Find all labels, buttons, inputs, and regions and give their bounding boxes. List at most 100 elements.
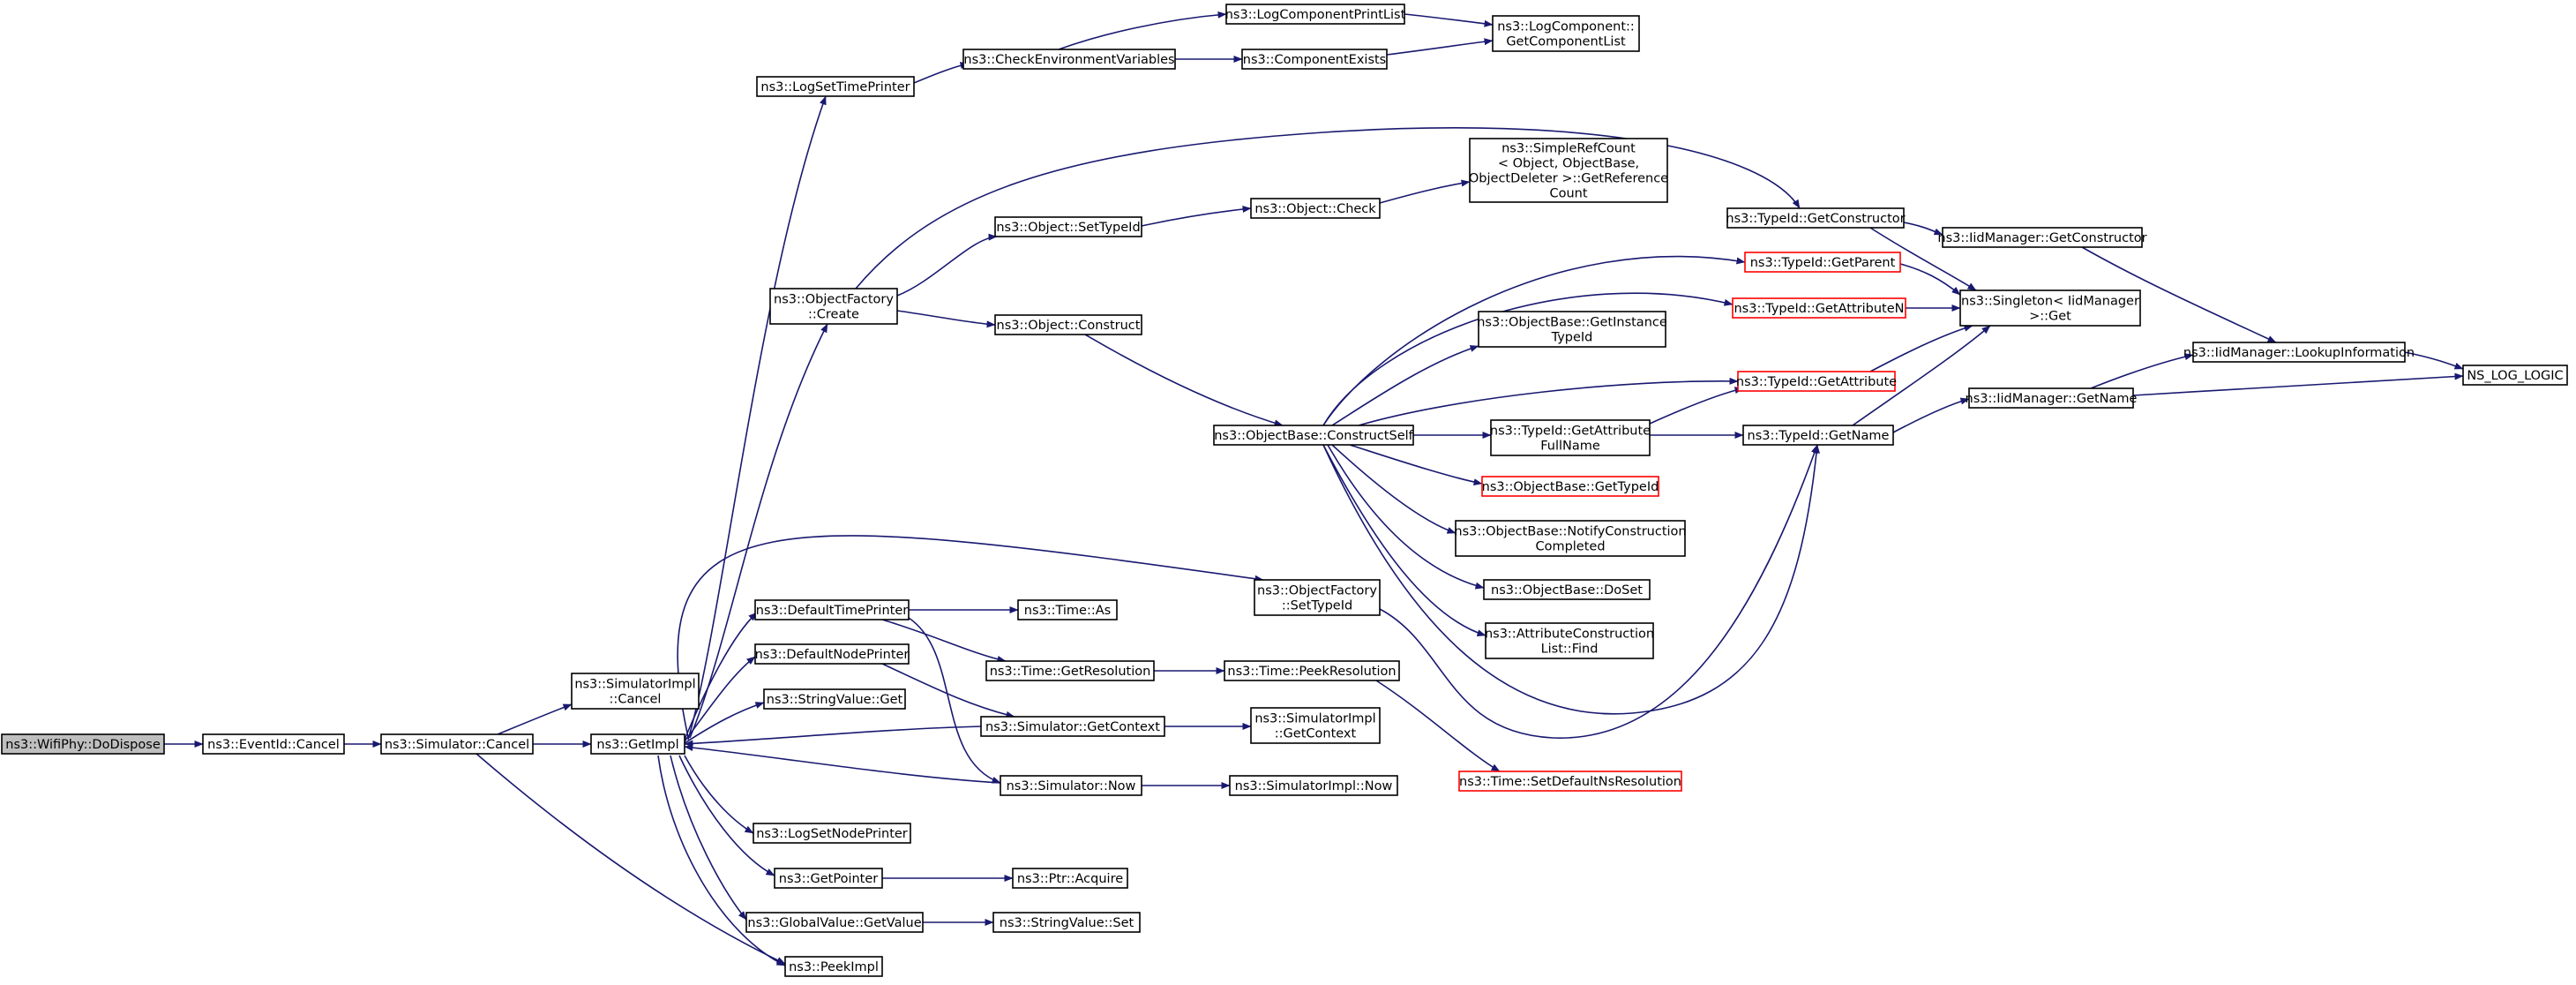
function-node[interactable]: ns3::TypeId::GetParent <box>1744 252 1901 273</box>
function-node[interactable]: ns3::ObjectBase::NotifyConstructionCompl… <box>1454 520 1687 557</box>
function-node-box[interactable] <box>1481 476 1659 497</box>
function-node[interactable]: ns3::SimpleRefCount< Object, ObjectBase,… <box>1469 138 1668 203</box>
function-node[interactable]: ns3::SimulatorImpl::Cancel <box>571 673 700 710</box>
function-node-box[interactable] <box>1737 371 1896 392</box>
function-node[interactable]: ns3::StringValue::Set <box>992 912 1141 933</box>
function-node-box[interactable] <box>1492 15 1640 52</box>
function-node-box[interactable] <box>380 733 534 755</box>
function-node-box[interactable] <box>1241 49 1388 70</box>
function-node-box[interactable] <box>571 673 700 710</box>
function-node-box[interactable] <box>962 49 1176 70</box>
function-node[interactable]: ns3::WifiPhy::DoDispose <box>1 733 165 755</box>
function-node-box[interactable] <box>2462 365 2568 386</box>
function-node[interactable]: ns3::LogComponentPrintList <box>1225 4 1406 25</box>
function-node-box[interactable] <box>985 660 1155 681</box>
function-node-box[interactable] <box>1744 252 1901 273</box>
function-node-box[interactable] <box>994 216 1142 237</box>
function-node-box[interactable] <box>1 733 165 755</box>
function-node[interactable]: ns3::TypeId::GetName <box>1742 425 1894 446</box>
function-node[interactable]: NS_LOG_LOGIC <box>2462 365 2568 386</box>
function-node-box[interactable] <box>1000 775 1142 796</box>
function-node-box[interactable] <box>1483 579 1651 600</box>
function-node-box[interactable] <box>1485 622 1654 659</box>
function-node-box[interactable] <box>1942 227 2143 248</box>
function-node[interactable]: ns3::SimulatorImpl::GetContext <box>1250 707 1381 744</box>
function-node-box[interactable] <box>1455 520 1686 557</box>
function-node[interactable]: ns3::DefaultTimePrinter <box>754 599 910 620</box>
function-node-box[interactable] <box>763 688 906 710</box>
function-node-box[interactable] <box>980 716 1165 737</box>
function-node-box[interactable] <box>756 76 915 97</box>
function-node-box[interactable] <box>1224 660 1400 681</box>
function-node-box[interactable] <box>992 912 1141 933</box>
function-node-box[interactable] <box>774 868 883 889</box>
function-node-box[interactable] <box>1017 599 1118 620</box>
function-node[interactable]: ns3::Simulator::Cancel <box>380 733 534 755</box>
function-node[interactable]: ns3::Ptr::Acquire <box>1012 868 1128 889</box>
function-node[interactable]: ns3::IidManager::GetConstructor <box>1937 227 2147 248</box>
function-node[interactable]: ns3::IidManager::GetName <box>1966 387 2138 409</box>
function-node[interactable]: ns3::Object::Check <box>1250 198 1381 219</box>
function-node-box[interactable] <box>1732 297 1906 319</box>
function-node-box[interactable] <box>754 643 910 665</box>
function-node[interactable]: ns3::GlobalValue::GetValue <box>745 912 924 933</box>
function-node-box[interactable] <box>1458 771 1682 792</box>
function-node[interactable]: ns3::Object::Construct <box>994 314 1142 335</box>
function-node-box[interactable] <box>202 733 345 755</box>
function-node[interactable]: ns3::LogSetTimePrinter <box>756 76 915 97</box>
function-node-box[interactable] <box>590 733 685 755</box>
function-node-box[interactable] <box>1213 425 1414 446</box>
function-node-box[interactable] <box>1469 138 1668 203</box>
function-node[interactable]: ns3::PeekImpl <box>784 956 883 977</box>
function-node[interactable]: ns3::ObjectBase::DoSet <box>1483 579 1651 600</box>
function-node-box[interactable] <box>754 599 910 620</box>
function-node-box[interactable] <box>1726 207 1905 229</box>
function-node-box[interactable] <box>753 823 911 844</box>
function-node[interactable]: ns3::IidManager::LookupInformation <box>2183 342 2415 363</box>
function-node[interactable]: ns3::ObjectBase::GetTypeId <box>1481 476 1659 497</box>
function-node[interactable]: ns3::StringValue::Get <box>763 688 906 710</box>
function-node-box[interactable] <box>1250 707 1381 744</box>
function-node[interactable]: ns3::TypeId::GetAttributeN <box>1732 297 1906 319</box>
function-node-box[interactable] <box>1490 419 1651 456</box>
function-node-box[interactable] <box>994 314 1142 335</box>
function-node-box[interactable] <box>1225 4 1405 25</box>
function-node[interactable]: ns3::SimulatorImpl::Now <box>1229 775 1398 796</box>
function-node-box[interactable] <box>1250 198 1381 219</box>
function-node[interactable]: ns3::ObjectFactory::Create <box>769 288 898 325</box>
function-node[interactable]: ns3::CheckEnvironmentVariables <box>962 49 1176 70</box>
function-node-box[interactable] <box>1478 311 1666 348</box>
function-node[interactable]: ns3::EventId::Cancel <box>202 733 345 755</box>
function-node[interactable]: ns3::Time::SetDefaultNsResolution <box>1458 771 1682 792</box>
function-node-box[interactable] <box>1742 425 1894 446</box>
function-node[interactable]: ns3::Time::PeekResolution <box>1224 660 1400 681</box>
function-node[interactable]: ns3::LogSetNodePrinter <box>753 823 911 844</box>
function-node[interactable]: ns3::Time::GetResolution <box>985 660 1155 681</box>
function-node-box[interactable] <box>769 288 898 325</box>
function-node-box[interactable] <box>1229 775 1398 796</box>
function-node[interactable]: ns3::TypeId::GetConstructor <box>1726 207 1906 229</box>
function-node[interactable]: ns3::DefaultNodePrinter <box>754 643 910 665</box>
function-node[interactable]: ns3::Singleton< IidManager>::Get <box>1959 289 2141 327</box>
function-node-box[interactable] <box>2192 342 2406 363</box>
function-node-box[interactable] <box>1254 579 1381 616</box>
function-node-box[interactable] <box>745 912 924 933</box>
function-node[interactable]: ns3::ObjectFactory::SetTypeId <box>1254 579 1381 616</box>
function-node[interactable]: ns3::GetPointer <box>774 868 883 889</box>
function-node[interactable]: ns3::Simulator::GetContext <box>980 716 1165 737</box>
function-node[interactable]: ns3::Time::As <box>1017 599 1118 620</box>
function-node[interactable]: ns3::ComponentExists <box>1241 49 1388 70</box>
function-node[interactable]: ns3::ObjectBase::ConstructSelf <box>1213 425 1414 446</box>
function-node-box[interactable] <box>784 956 883 977</box>
function-node[interactable]: ns3::GetImpl <box>590 733 685 755</box>
function-node[interactable]: ns3::LogComponent::GetComponentList <box>1492 15 1640 52</box>
function-node-box[interactable] <box>1968 387 2134 409</box>
function-node[interactable]: ns3::Simulator::Now <box>1000 775 1142 796</box>
function-node-box[interactable] <box>1012 868 1128 889</box>
function-node[interactable]: ns3::TypeId::GetAttribute <box>1736 371 1897 392</box>
function-node-box[interactable] <box>1959 289 2141 327</box>
function-node[interactable]: ns3::Object::SetTypeId <box>994 216 1142 237</box>
